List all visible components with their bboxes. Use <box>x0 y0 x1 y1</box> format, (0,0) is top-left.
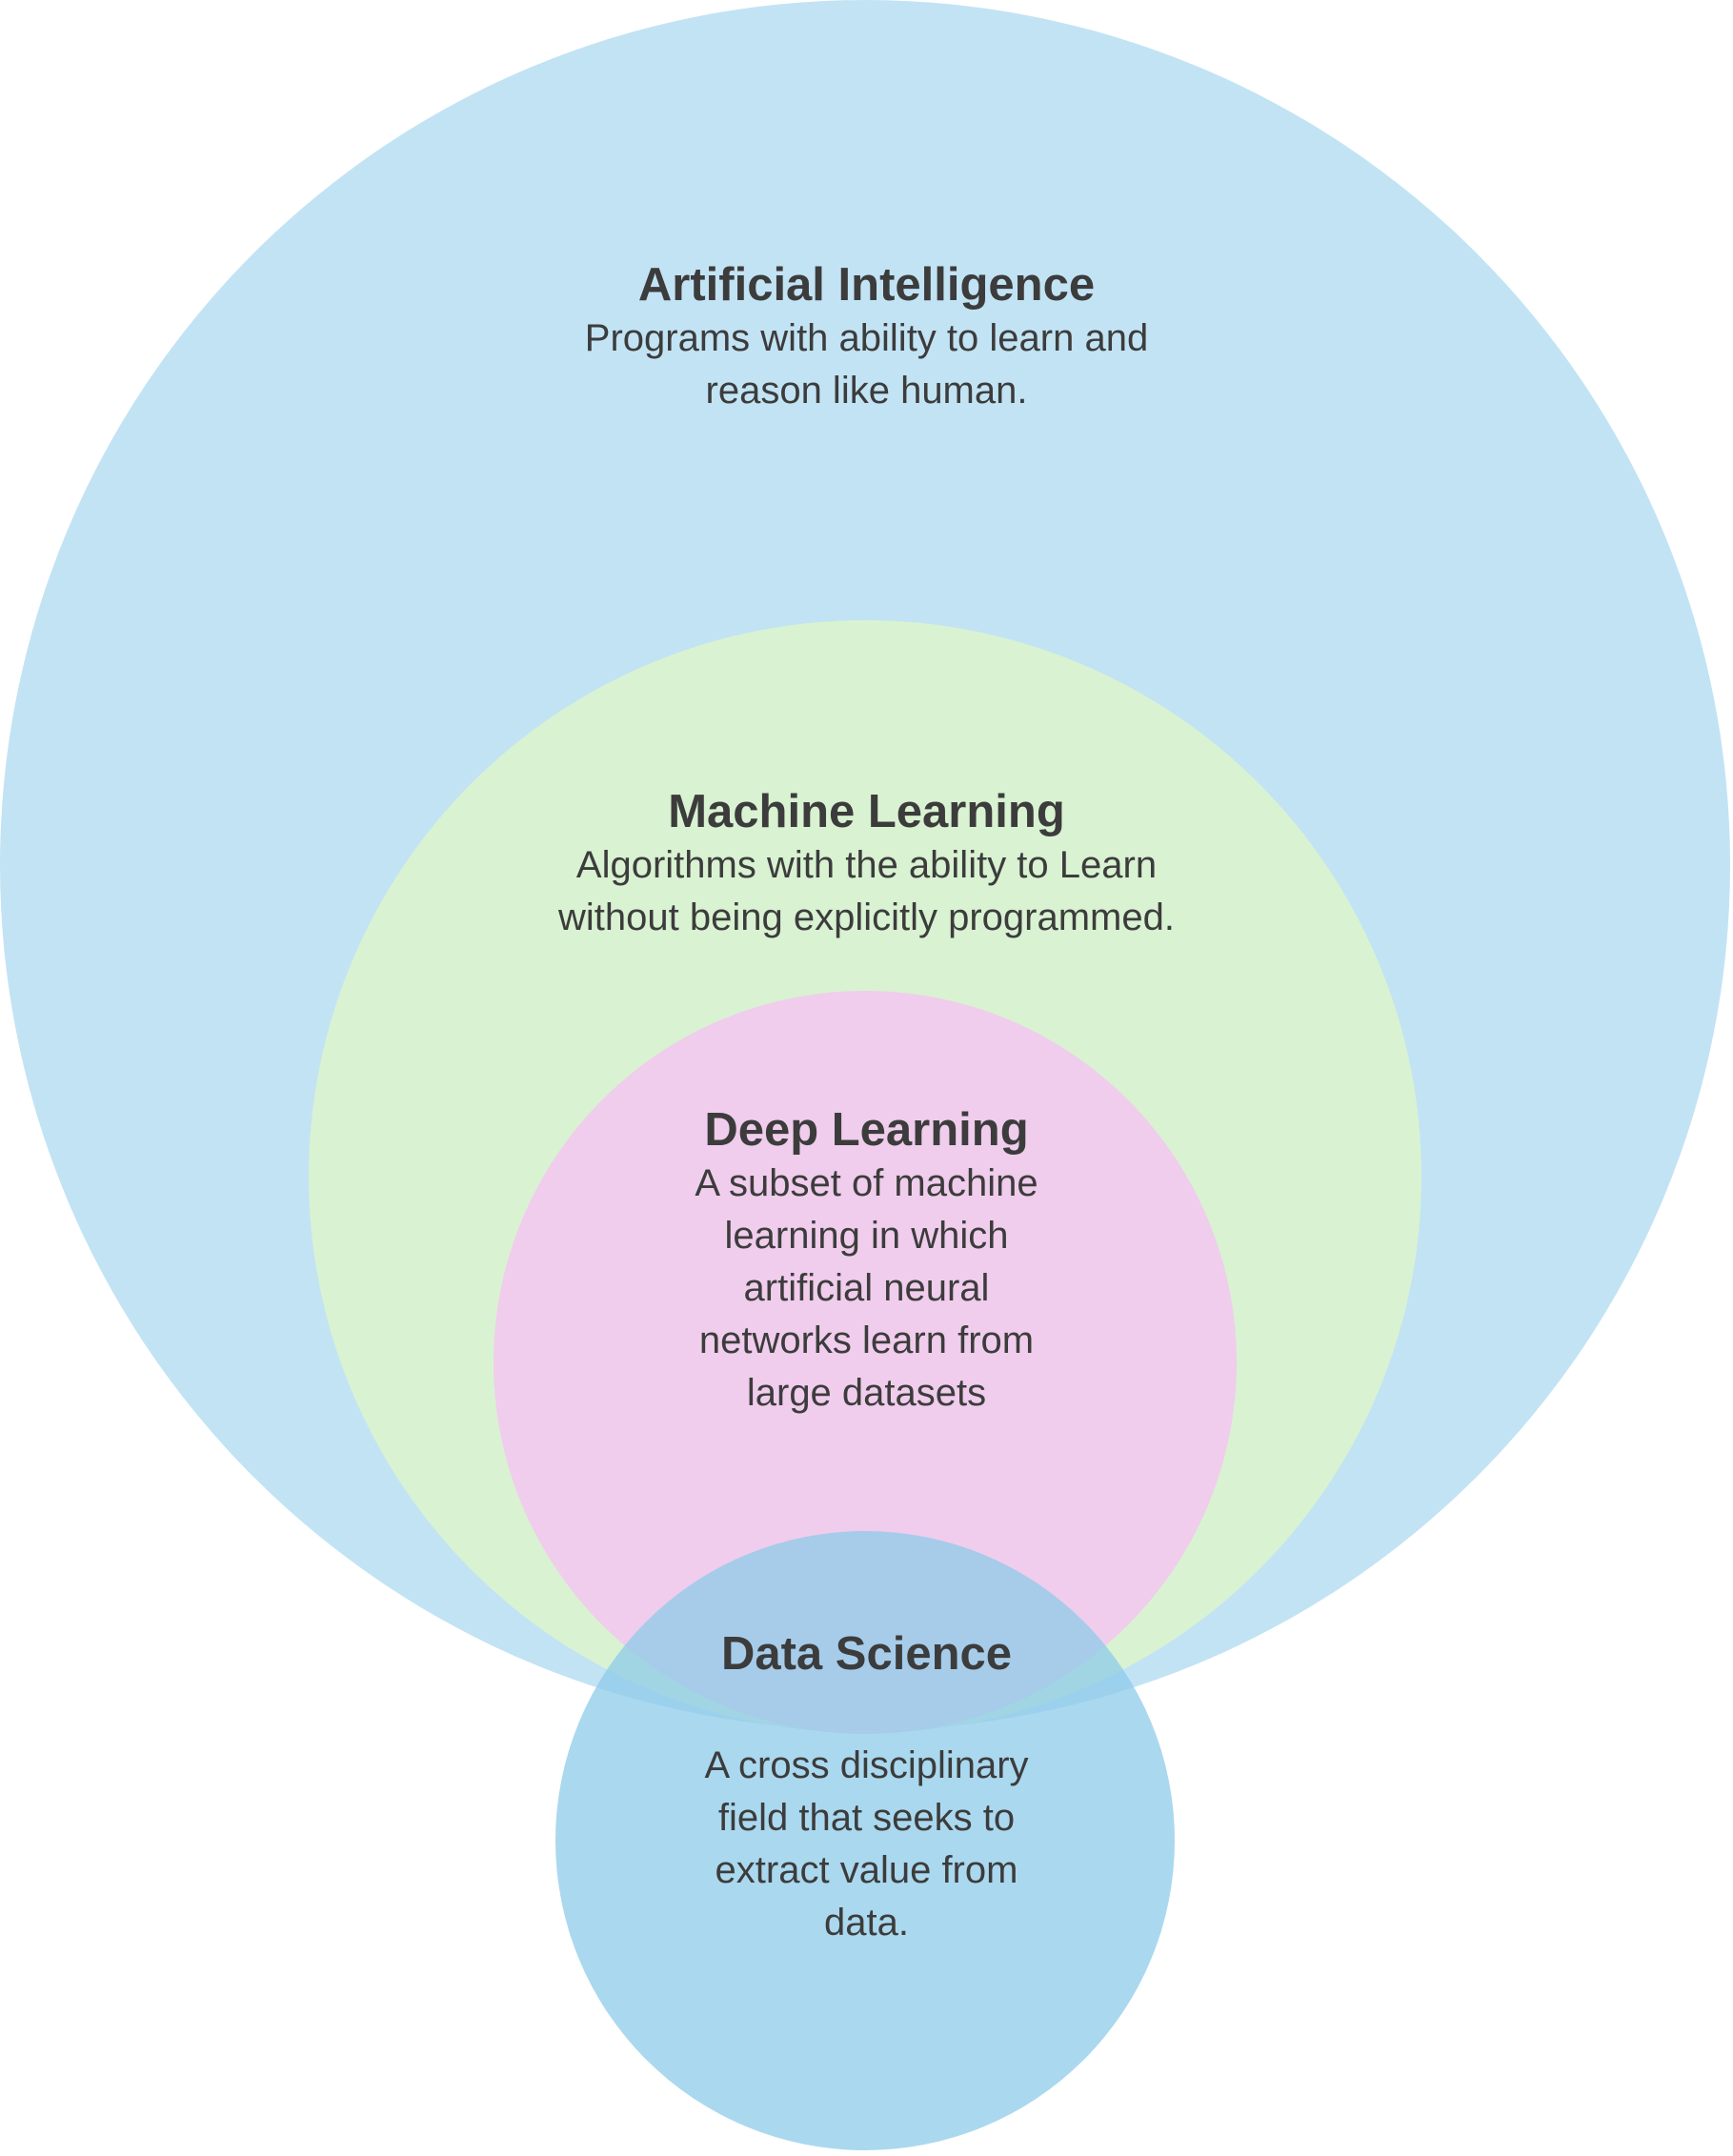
dl-description: A subset of machine learning in which ar… <box>0 1158 1733 1420</box>
dl-title: Deep Learning <box>704 1104 1029 1156</box>
ds-label: Data Science <box>0 1626 1733 1682</box>
ds-circle <box>555 1531 1175 2150</box>
ml-title: Machine Learning <box>668 786 1065 837</box>
ds-description-line: extract value from <box>715 1849 1018 1891</box>
dl-circle <box>494 991 1237 1734</box>
ml-description: Algorithms with the ability to Learn wit… <box>0 839 1733 944</box>
ai-label: Artificial Intelligence Programs with ab… <box>0 257 1733 417</box>
dl-label: Deep Learning A subset of machine learni… <box>0 1102 1733 1420</box>
ai-title: Artificial Intelligence <box>637 259 1096 311</box>
dl-description-line: networks learn from <box>698 1320 1035 1361</box>
ds-description: A cross disciplinary field that seeks to… <box>0 1740 1733 1949</box>
ml-description-line: without being explicitly programmed. <box>558 897 1175 938</box>
ml-description-line: Algorithms with the ability to Learn <box>575 844 1158 886</box>
ml-label: Machine Learning Algorithms with the abi… <box>0 784 1733 944</box>
ai-description-line: Programs with ability to learn and <box>584 317 1149 359</box>
ds-description-line: data. <box>824 1902 909 1944</box>
dl-description-line: learning in which <box>724 1215 1009 1257</box>
ds-description-line: A cross disciplinary <box>704 1744 1029 1786</box>
ai-description: Programs with ability to learn and reaso… <box>0 312 1733 417</box>
dl-description-line: A subset of machine <box>695 1162 1038 1204</box>
ds-description-block: A cross disciplinary field that seeks to… <box>0 1740 1733 1949</box>
dl-description-line: large datasets <box>746 1372 987 1414</box>
ds-title: Data Science <box>720 1628 1013 1680</box>
ai-description-line: reason like human. <box>705 370 1028 412</box>
ds-description-line: field that seeks to <box>717 1797 1016 1839</box>
dl-description-line: artificial neural <box>743 1267 990 1309</box>
